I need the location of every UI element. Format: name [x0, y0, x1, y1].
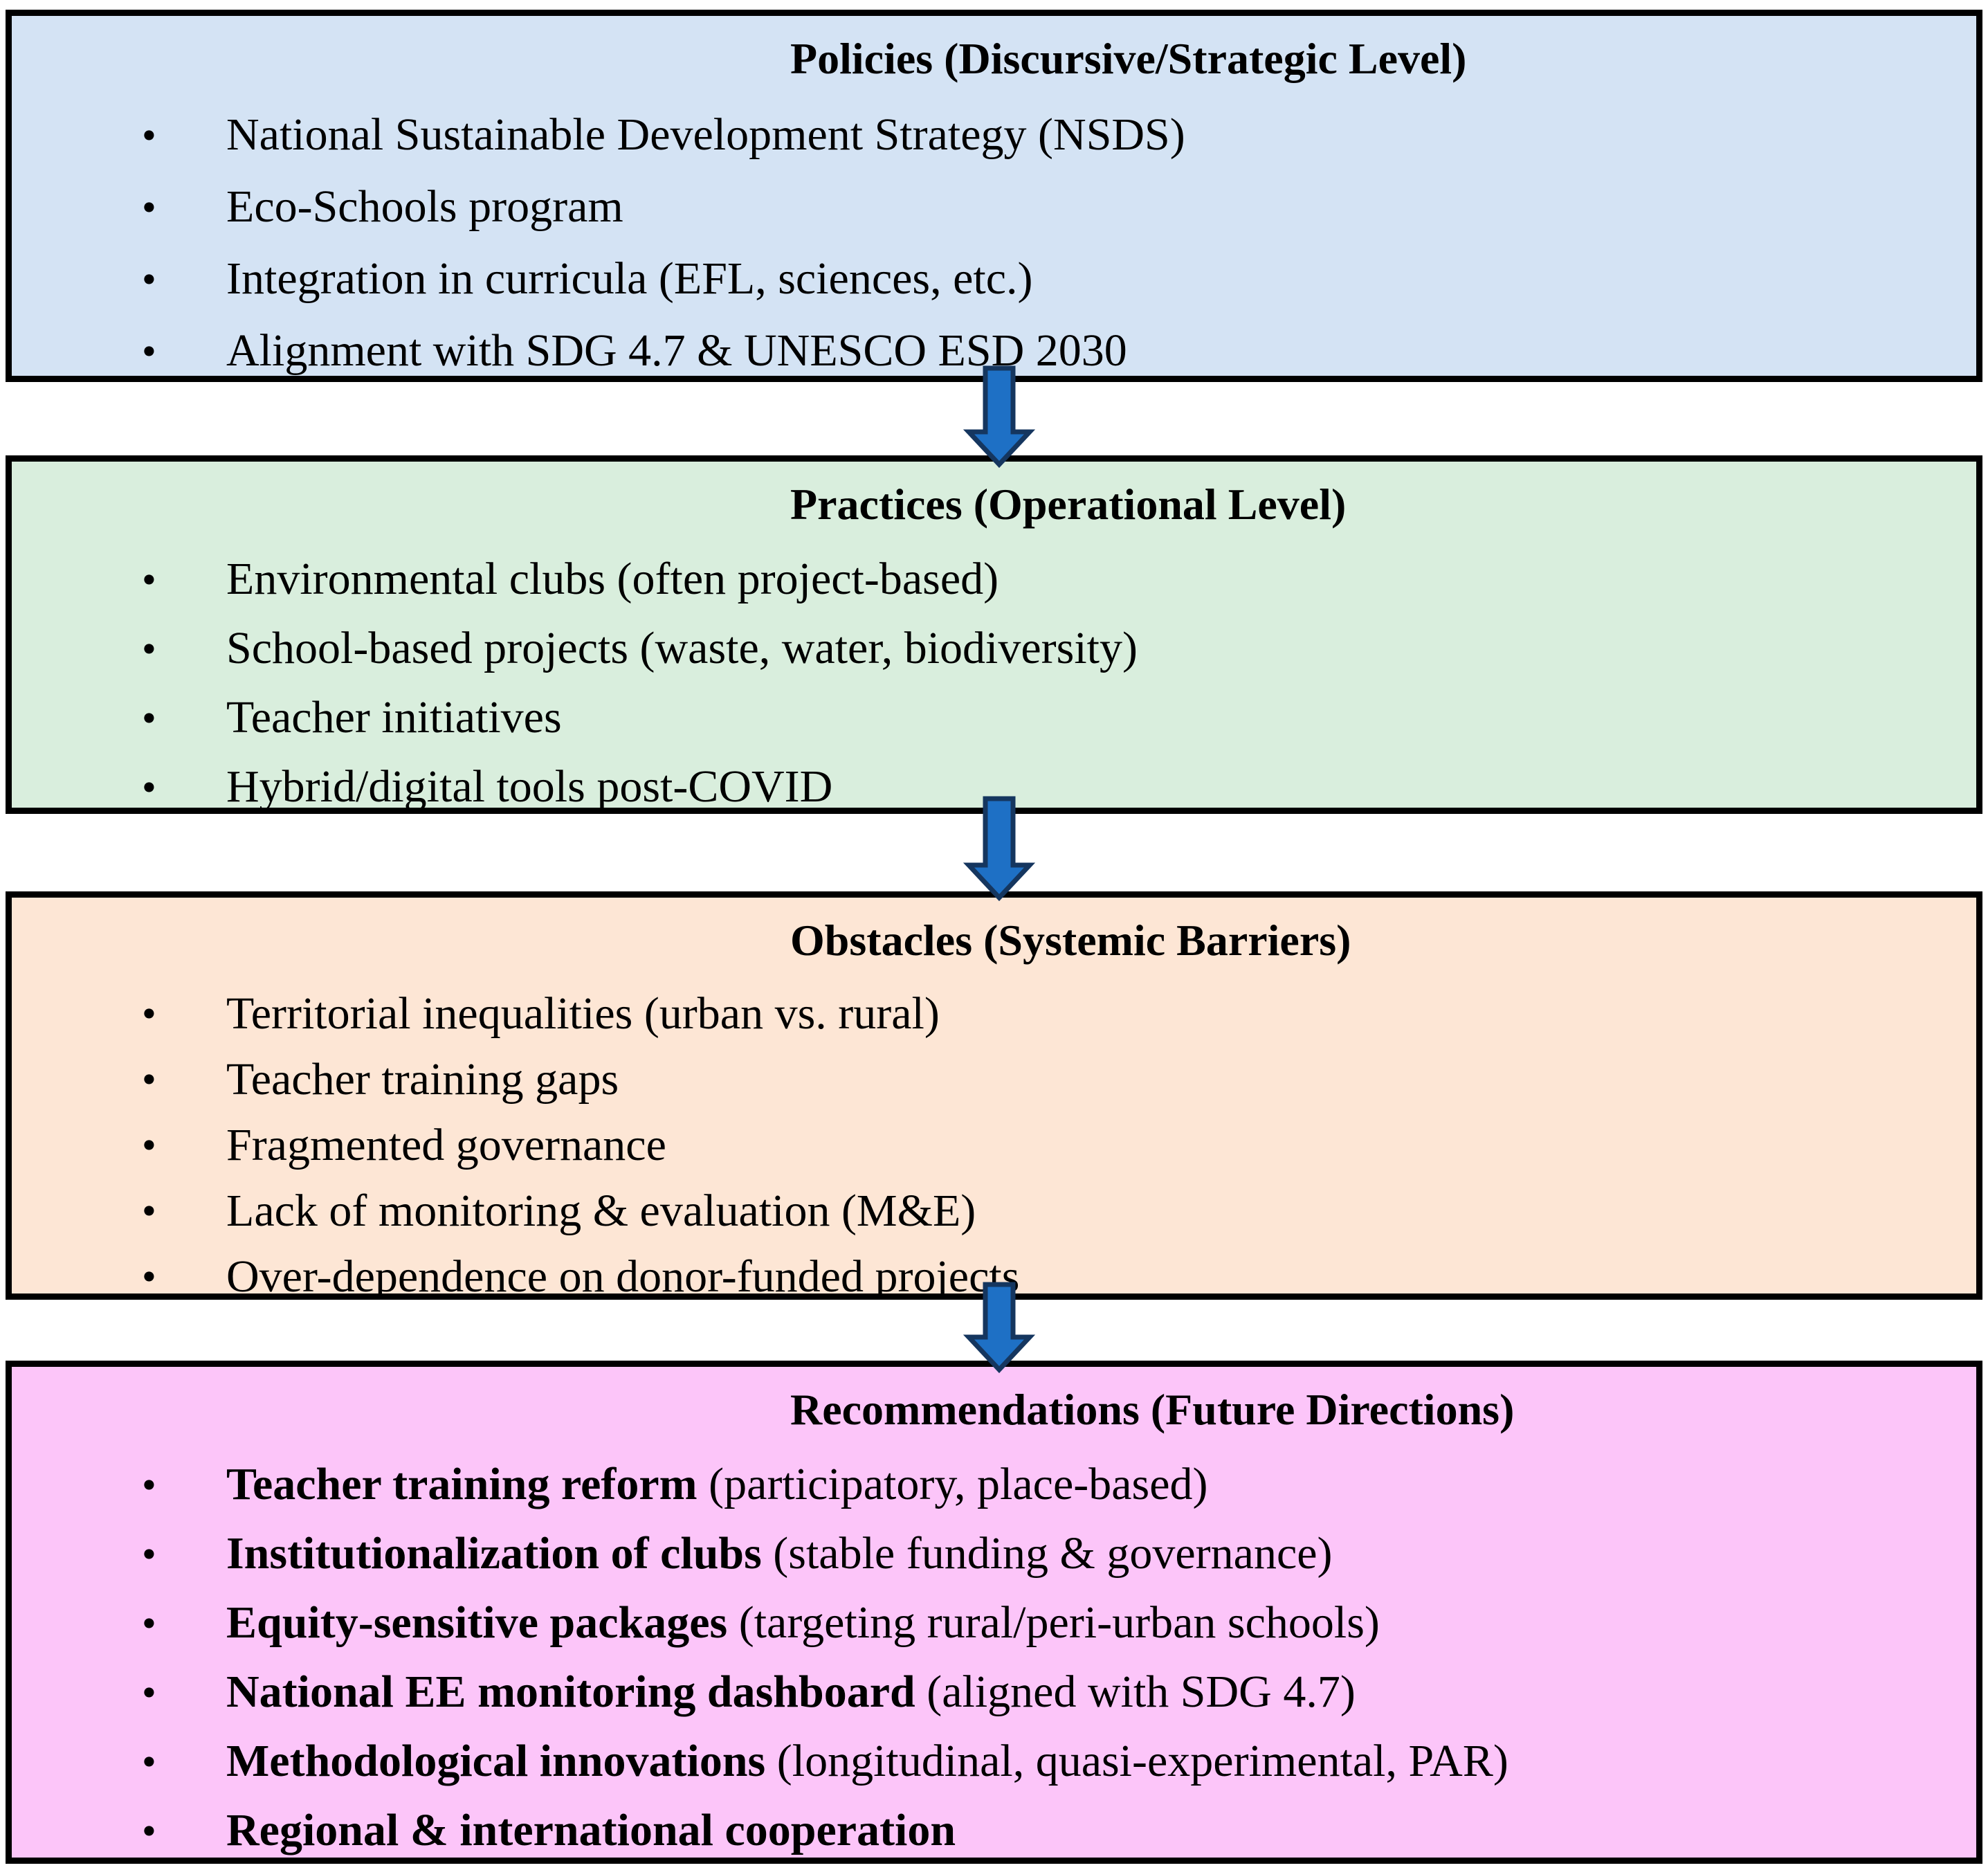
bullet-item: Hybrid/digital tools post-COVID: [12, 752, 1976, 812]
bullet-text-bold: National EE monitoring dashboard: [226, 1667, 915, 1717]
bullet-text-bold: Equity-sensitive packages: [226, 1597, 728, 1648]
bullet-item: Environmental clubs (often project-based…: [12, 545, 1976, 614]
bullet-item: Integration in curricula (EFL, sciences,…: [12, 243, 1976, 315]
bullet-item: Alignment with SDG 4.7 & UNESCO ESD 2030: [12, 315, 1976, 376]
bullet-text: Teacher training gaps: [226, 1054, 619, 1105]
bullet-text: Territorial inequalities (urban vs. rura…: [226, 988, 940, 1039]
practices-box: Practices (Operational Level) Environmen…: [6, 455, 1982, 814]
bullet-text: Alignment with SDG 4.7 & UNESCO ESD 2030: [226, 325, 1127, 376]
bullet-item: Lack of monitoring & evaluation (M&E): [12, 1178, 1976, 1244]
down-arrow-shape: [963, 1282, 1035, 1373]
practices-title: Practices (Operational Level): [790, 480, 1347, 529]
bullet-text-bold: Institutionalization of clubs: [226, 1528, 762, 1579]
bullet-text: Lack of monitoring & evaluation (M&E): [226, 1186, 976, 1236]
bullet-text: Eco-Schools program: [226, 181, 623, 232]
bullet-item: School-based projects (waste, water, bio…: [12, 614, 1976, 683]
bullet-item: Equity-sensitive packages (targeting rur…: [12, 1588, 1976, 1658]
down-arrow-shape: [963, 365, 1035, 468]
practices-list: Environmental clubs (often project-based…: [12, 545, 1976, 812]
bullet-text-bold: Regional & international cooperation: [226, 1805, 956, 1855]
bullet-item: Regional & international cooperation: [12, 1796, 1976, 1858]
bullet-text: (participatory, place-based): [697, 1459, 1208, 1509]
bullet-item: Teacher initiatives: [12, 683, 1976, 752]
bullet-text: School-based projects (waste, water, bio…: [226, 623, 1138, 673]
bullet-item: Teacher training gaps: [12, 1046, 1976, 1112]
policies-list: National Sustainable Development Strateg…: [12, 99, 1976, 376]
bullet-text: (stable funding & governance): [761, 1528, 1333, 1579]
bullet-item: National EE monitoring dashboard (aligne…: [12, 1658, 1976, 1727]
bullet-item: Methodological innovations (longitudinal…: [12, 1727, 1976, 1796]
down-arrow-icon: [963, 796, 1035, 901]
down-arrow-shape: [963, 796, 1035, 901]
bullet-item: Territorial inequalities (urban vs. rura…: [12, 981, 1976, 1046]
recommendations-list: Teacher training reform (participatory, …: [12, 1450, 1976, 1858]
obstacles-title: Obstacles (Systemic Barriers): [790, 916, 1351, 965]
bullet-text: Over-dependence on donor-funded projects: [226, 1251, 1020, 1300]
down-arrow-icon: [963, 365, 1035, 468]
recommendations-title: Recommendations (Future Directions): [790, 1385, 1515, 1434]
bullet-text: Integration in curricula (EFL, sciences,…: [226, 253, 1033, 304]
bullet-item: Teacher training reform (participatory, …: [12, 1450, 1976, 1519]
bullet-item: National Sustainable Development Strateg…: [12, 99, 1976, 171]
bullet-text: Environmental clubs (often project-based…: [226, 554, 999, 604]
bullet-text-bold: Methodological innovations: [226, 1736, 766, 1786]
obstacles-list: Territorial inequalities (urban vs. rura…: [12, 981, 1976, 1300]
bullet-text: Fragmented governance: [226, 1120, 666, 1170]
bullet-item: Fragmented governance: [12, 1112, 1976, 1178]
bullet-text: (aligned with SDG 4.7): [915, 1667, 1356, 1717]
bullet-item: Eco-Schools program: [12, 171, 1976, 243]
bullet-text: (targeting rural/peri-urban schools): [727, 1597, 1380, 1648]
bullet-item: Institutionalization of clubs (stable fu…: [12, 1519, 1976, 1588]
bullet-text: (longitudinal, quasi-experimental, PAR): [765, 1736, 1508, 1786]
policies-box: Policies (Discursive/Strategic Level) Na…: [6, 10, 1982, 382]
bullet-text: Hybrid/digital tools post-COVID: [226, 761, 833, 812]
recommendations-box: Recommendations (Future Directions) Teac…: [6, 1361, 1982, 1864]
bullet-text: National Sustainable Development Strateg…: [226, 109, 1185, 160]
bullet-text: Teacher initiatives: [226, 692, 562, 743]
down-arrow-icon: [963, 1282, 1035, 1373]
bullet-text-bold: Teacher training reform: [226, 1459, 697, 1509]
bullet-item: Over-dependence on donor-funded projects: [12, 1244, 1976, 1300]
policies-title: Policies (Discursive/Strategic Level): [790, 34, 1467, 83]
obstacles-box: Obstacles (Systemic Barriers) Territoria…: [6, 891, 1982, 1300]
